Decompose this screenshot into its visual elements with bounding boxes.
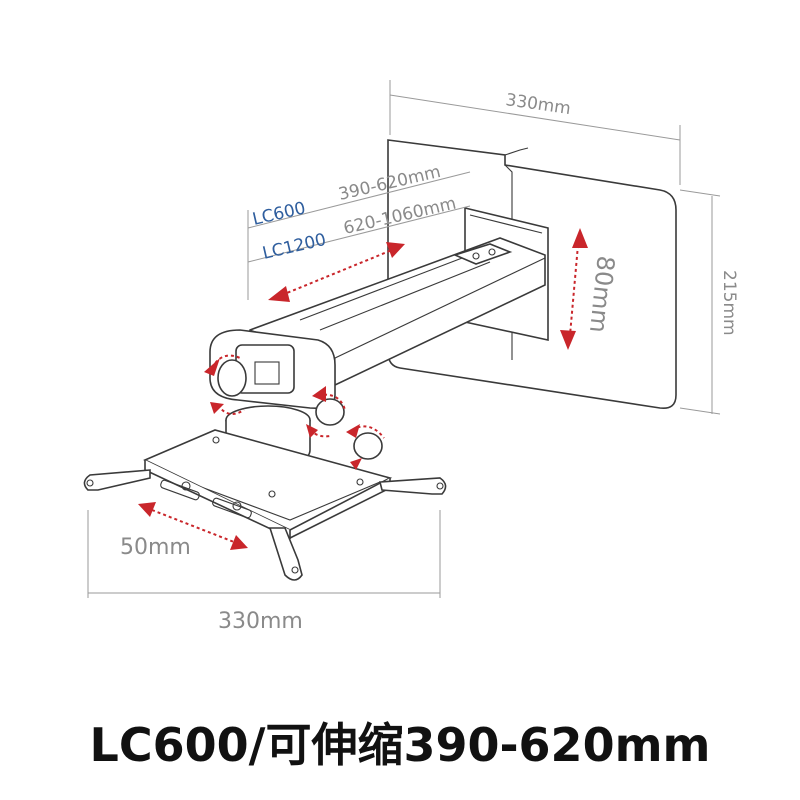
model-lc1200-name: LC1200 [261, 230, 328, 264]
plate-height-label: 215mm [719, 270, 739, 336]
tilt-arrows [204, 354, 385, 470]
dimension-lines [87, 80, 721, 598]
arm-extension-arrow [268, 242, 405, 302]
base-width-label: 330mm [218, 609, 303, 634]
adjustment-arrows [138, 228, 588, 550]
base-plate [83, 429, 447, 581]
base-slide-arrow [138, 502, 248, 550]
plate-height-arrow [560, 228, 588, 350]
base-slide-label: 50mm [120, 535, 191, 560]
model-lc600-name: LC600 [251, 198, 308, 230]
product-caption: LC600/可伸缩390-620mm [89, 718, 711, 772]
